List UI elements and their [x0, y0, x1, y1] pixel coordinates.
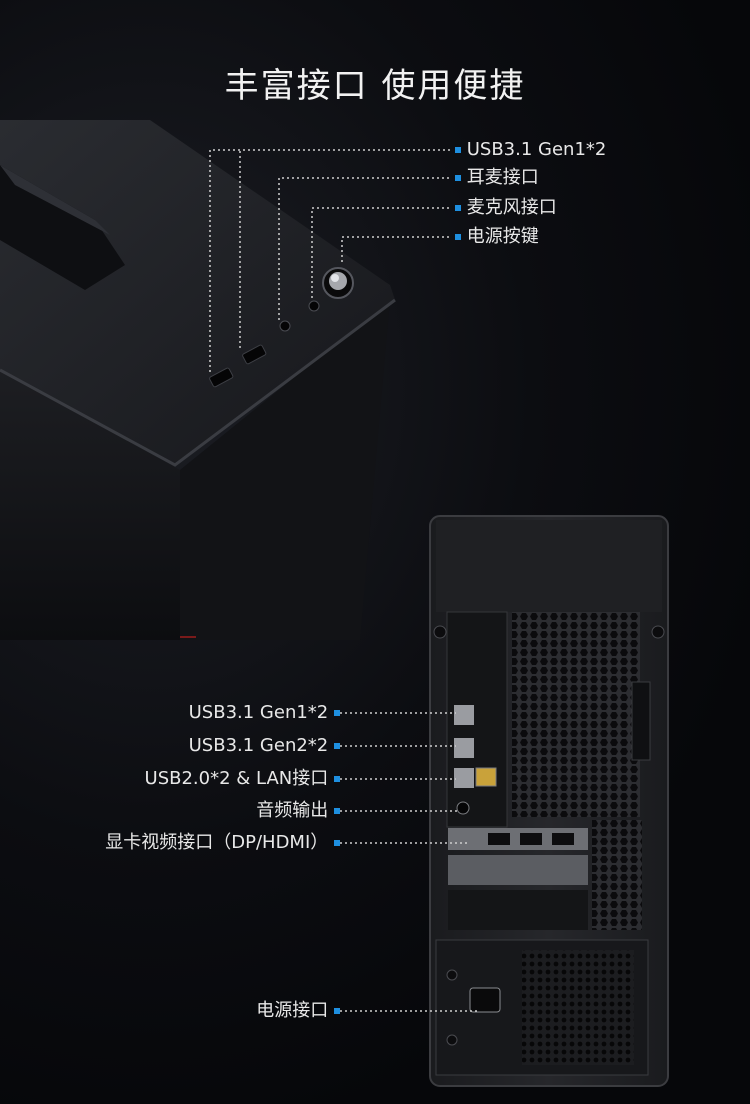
label-marker: [455, 175, 461, 181]
rear-port-label-audio-out: 音频输出: [256, 800, 340, 822]
label-marker: [334, 840, 340, 846]
top-port-label-usb31-gen1: USB3.1 Gen1*2: [455, 139, 606, 161]
case-rear-view: [429, 515, 669, 1087]
rear-port-label-gpu-video: 显卡视频接口（DP/HDMI）: [105, 832, 340, 854]
page-title: 丰富接口 使用便捷: [224, 66, 526, 106]
top-port-label-microphone: 麦克风接口: [455, 197, 557, 219]
label-marker: [334, 808, 340, 814]
top-port-label-headset: 耳麦接口: [455, 167, 539, 189]
label-marker: [455, 205, 461, 211]
label-marker: [334, 776, 340, 782]
top-port-label-power-button: 电源按键: [455, 226, 539, 248]
label-marker: [334, 710, 340, 716]
top-leader-lines: [209, 149, 452, 372]
rear-port-label-usb31-gen2: USB3.1 Gen2*2: [189, 735, 340, 757]
label-marker: [455, 147, 461, 153]
rear-port-label-usb31-gen1: USB3.1 Gen1*2: [189, 702, 340, 724]
label-marker: [334, 743, 340, 749]
rear-port-label-power-input: 电源接口: [256, 1000, 340, 1022]
rear-leader-lines: [340, 712, 478, 1012]
case-top-view: [0, 120, 396, 640]
label-marker: [455, 234, 461, 240]
rear-port-label-usb20-lan: USB2.0*2 & LAN接口: [145, 768, 340, 790]
label-marker: [334, 1008, 340, 1014]
